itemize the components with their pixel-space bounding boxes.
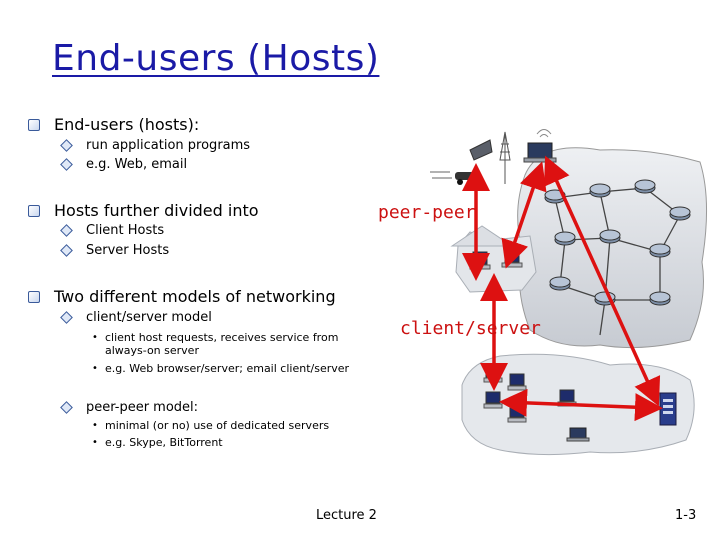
sub-bullet: run application programs [60,138,251,153]
model-point: • client host requests, receives service… [92,331,375,357]
model-peer-peer: peer-peer model: [60,400,199,415]
model-client-server: client/server model [60,310,212,325]
bullet-text: Hosts further divided into [54,201,259,220]
house-roof [450,225,514,247]
core-network-cloud [517,147,708,349]
model-point: • minimal (or no) use of dedicated serve… [92,419,375,432]
dot-bullet-icon: • [92,420,98,431]
bullet-text: End-users (hosts): [54,115,200,134]
model-point: • e.g. Web browser/server; email client/… [92,362,375,375]
lecture-label: Lecture 2 [316,508,377,523]
model-point-text: minimal (or no) use of dedicated servers [105,419,330,432]
dot-bullet-icon: • [92,437,98,448]
peer-peer-label: peer-peer [378,202,476,223]
model-point-text: client host requests, receives service f… [105,331,339,357]
sub-bullet: Client Hosts [60,223,165,238]
dot-bullet-icon: • [92,363,98,374]
model-text: client/server model [86,310,212,325]
peer-peer-arrow-diag [501,161,547,269]
slide-title: End-users (Hosts) [52,38,380,79]
model-text: peer-peer model: [86,400,199,415]
model-point: • e.g. Skype, BitTorrent [92,436,375,449]
bullet-hosts-divided: Hosts further divided into [28,201,259,220]
sub-bullet-text: Client Hosts [86,223,165,238]
page-number: 1-3 [675,508,697,523]
bullet-end-users: End-users (hosts): [28,115,199,134]
traffic-arrows [462,155,663,422]
sub-bullet-text: run application programs [86,138,251,153]
client-server-label: client/server [400,318,541,339]
bullet-text: Two different models of networking [54,287,336,306]
model-point-text: e.g. Web browser/server; email client/se… [105,362,350,375]
client-server-arrow-long [543,155,661,407]
bullet-two-models: Two different models of networking [28,287,336,306]
sub-bullet-text: Server Hosts [86,243,170,258]
sub-bullet: Server Hosts [60,243,170,258]
square-bullet-icon [28,204,40,217]
square-bullet-icon [28,290,40,303]
client-server-arrow-horizontal [499,388,663,422]
square-bullet-icon [28,118,40,131]
sub-bullet-text: e.g. Web, email [86,157,188,172]
dot-bullet-icon: • [92,332,98,343]
laptop-icon [566,427,590,442]
sub-bullet: e.g. Web, email [60,157,188,172]
model-point-text: e.g. Skype, BitTorrent [105,436,223,449]
server-icon [659,392,677,426]
